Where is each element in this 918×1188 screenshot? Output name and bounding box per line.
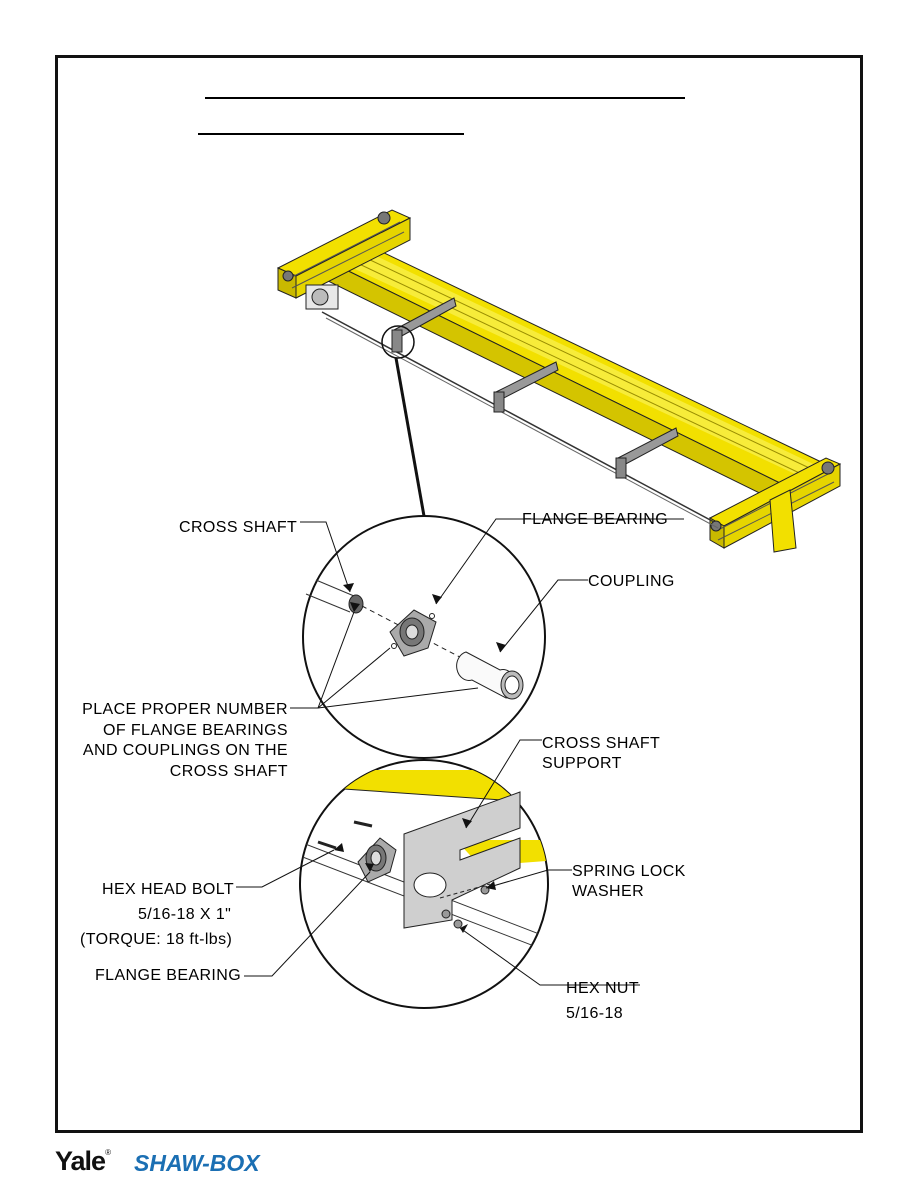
label-hex-bolt-line3: (TORQUE: 18 ft-lbs) (80, 931, 233, 948)
yale-logo: Yale® (55, 1146, 111, 1176)
label-support-line1: CROSS SHAFT (542, 735, 661, 752)
label-flange-bearing-top: FLANGE BEARING (522, 511, 669, 528)
lower-detail-view (299, 759, 549, 1009)
detail-leader-line (394, 357, 426, 517)
label-hex-nut-line2: 5/16-18 (566, 1005, 624, 1022)
label-place-line2: OF FLANGE BEARINGS (102, 722, 288, 739)
page-border (55, 55, 863, 1133)
upper-detail-view (302, 515, 546, 759)
crane-bridge (276, 209, 842, 553)
label-place-line1: PLACE PROPER NUMBER (82, 701, 288, 718)
title-underline-2 (198, 133, 464, 135)
callout-leaders (236, 518, 684, 986)
label-spring-line1: SPRING LOCK (572, 863, 686, 880)
label-hex-nut-line1: HEX NUT (566, 980, 640, 997)
label-hex-bolt-line1: HEX HEAD BOLT (102, 881, 235, 898)
detail-callout-circle (381, 325, 415, 359)
label-cross-shaft: CROSS SHAFT (179, 519, 298, 536)
label-place-line3: AND COUPLINGS ON THE (82, 742, 288, 759)
label-hex-bolt-line2: 5/16-18 X 1" (138, 906, 232, 923)
shawbox-logo: SHAW-BOX (134, 1150, 260, 1176)
label-spring-line2: WASHER (572, 883, 645, 900)
label-place-line4: CROSS SHAFT (169, 763, 288, 780)
label-flange-bearing-bottom: FLANGE BEARING (95, 967, 242, 984)
title-underline-1 (205, 97, 685, 99)
label-coupling: COUPLING (588, 573, 675, 590)
label-support-line2: SUPPORT (542, 755, 622, 772)
